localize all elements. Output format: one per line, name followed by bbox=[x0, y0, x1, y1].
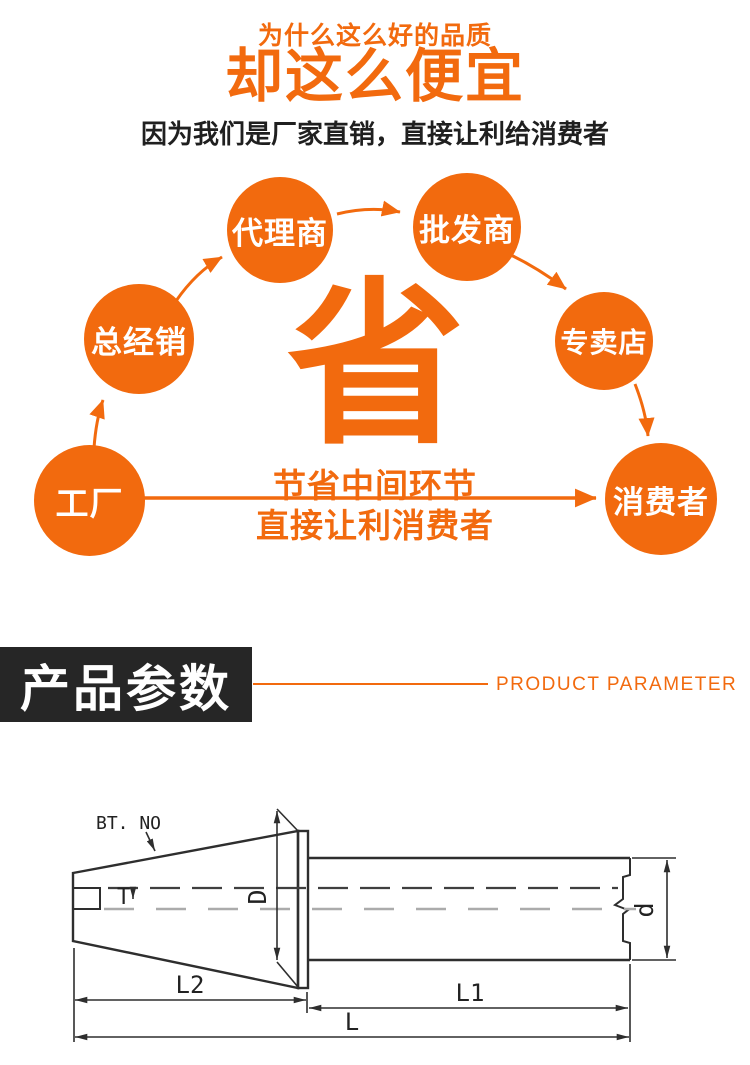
d-big-ext-bottom bbox=[276, 961, 299, 988]
node-specialty-store: 专卖店 bbox=[555, 292, 653, 390]
node-consumer: 消费者 bbox=[605, 443, 717, 555]
shank-break-edge bbox=[612, 858, 631, 960]
d-big-ext-top bbox=[276, 808, 300, 833]
taper-spec-label: BT. NO bbox=[96, 813, 161, 834]
drawing-labels: BT. NO T D d L2 L1 L bbox=[96, 813, 659, 1036]
section-banner-title: 产品参数 bbox=[20, 660, 232, 717]
save-character: 省 bbox=[287, 266, 465, 465]
t-dim-label: T bbox=[117, 885, 130, 910]
notch-outline bbox=[73, 887, 101, 910]
node-wholesaler-label: 批发商 bbox=[419, 212, 515, 248]
dimension-lines bbox=[73, 808, 676, 1042]
taper-length-label: L2 bbox=[176, 971, 205, 999]
slogan-line1: 节省中间环节 bbox=[273, 467, 477, 504]
node-general-distributor: 总经销 bbox=[84, 284, 194, 394]
arrow-distributor-to-agent bbox=[174, 255, 223, 302]
node-factory: 工厂 bbox=[34, 445, 145, 556]
node-consumer-label: 消费者 bbox=[613, 484, 709, 520]
btno-leader-line bbox=[145, 831, 156, 852]
shank-length-label: L1 bbox=[456, 979, 485, 1007]
header-description: 因为我们是厂家直销，直接让利给消费者 bbox=[140, 119, 609, 149]
arrow-factory-to-distributor bbox=[89, 399, 105, 449]
section-banner: 产品参数 bbox=[0, 647, 252, 722]
node-specialty-store-label: 专卖店 bbox=[560, 327, 648, 358]
node-agent-label: 代理商 bbox=[232, 215, 328, 251]
node-wholesaler: 批发商 bbox=[413, 173, 521, 281]
header-subtitle: 为什么这么好的品质 bbox=[257, 22, 492, 50]
arrow-agent-to-wholesaler bbox=[336, 200, 401, 217]
small-diameter-label: d bbox=[630, 902, 659, 917]
total-length-label: L bbox=[345, 1008, 359, 1036]
arrow-store-to-consumer bbox=[633, 383, 655, 437]
node-agent: 代理商 bbox=[227, 177, 333, 283]
supply-chain-arrows bbox=[89, 200, 655, 508]
slogan-line2: 直接让利消费者 bbox=[256, 507, 494, 544]
arrow-wholesaler-to-store bbox=[508, 252, 567, 291]
node-factory-label: 工厂 bbox=[55, 484, 124, 522]
flange-outline bbox=[296, 829, 310, 990]
big-diameter-label: D bbox=[243, 889, 272, 904]
node-general-distributor-label: 总经销 bbox=[91, 324, 187, 360]
section-banner-subtitle-en: PRODUCT PARAMETER bbox=[496, 674, 738, 695]
tool-holder-drawing bbox=[71, 808, 676, 1042]
header-title: 却这么便宜 bbox=[224, 44, 525, 109]
